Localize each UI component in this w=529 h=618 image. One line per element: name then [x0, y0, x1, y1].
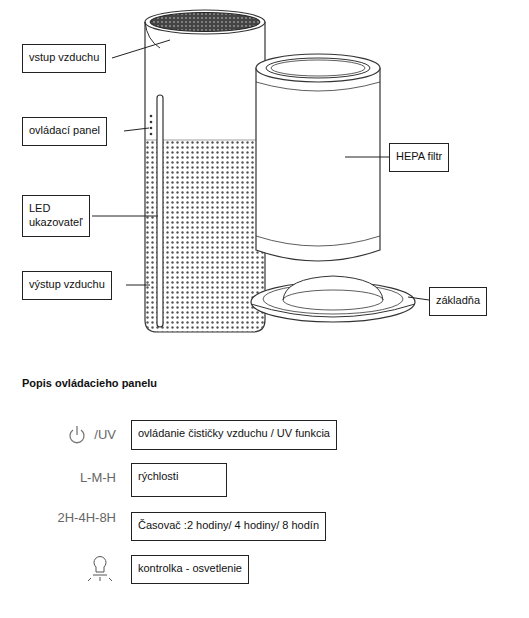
power-icon: [70, 426, 84, 443]
callout-box: ovládací panel: [22, 117, 107, 146]
description-box: Časovač :2 hodiny/ 4 hodiny/ 8 hodín: [131, 512, 326, 541]
box-text: základňa: [436, 294, 480, 308]
callout-box: základňa: [429, 287, 487, 316]
purifier-body: [145, 10, 265, 335]
box-text: kontrolka - osvetlenie: [138, 562, 242, 576]
box-text: ovládací panel: [29, 124, 100, 138]
box-text: ovládanie čističky vzduchu / UV funkcia: [138, 427, 330, 441]
panel-symbol-label: 2H-4H-8H: [57, 510, 116, 525]
description-box: rýchlosti: [131, 463, 227, 497]
section-title: Popis ovládacieho panelu: [22, 377, 157, 389]
description-box: ovládanie čističky vzduchu / UV funkcia: [131, 420, 337, 450]
callout-box: výstup vzduchu: [22, 271, 112, 300]
box-text: HEPA filtr: [396, 150, 442, 164]
callout-box: HEPA filtr: [389, 143, 449, 172]
panel-symbol-label: L-M-H: [80, 470, 116, 485]
box-text: vstup vzduchu: [29, 51, 99, 65]
light-icon: [88, 557, 112, 581]
box-text: Časovač :2 hodiny/ 4 hodiny/ 8 hodín: [138, 519, 319, 533]
base-plate: [251, 276, 415, 322]
callout-box: LED ukazovateľ: [22, 195, 90, 237]
box-text: rýchlosti: [138, 470, 220, 484]
description-box: kontrolka - osvetlenie: [131, 555, 249, 584]
panel-symbol-label: /UV: [94, 427, 116, 442]
leader-lines: [92, 40, 429, 300]
box-text: LED ukazovateľ: [29, 202, 83, 230]
callout-box: vstup vzduchu: [22, 44, 106, 73]
box-text: výstup vzduchu: [29, 278, 105, 292]
